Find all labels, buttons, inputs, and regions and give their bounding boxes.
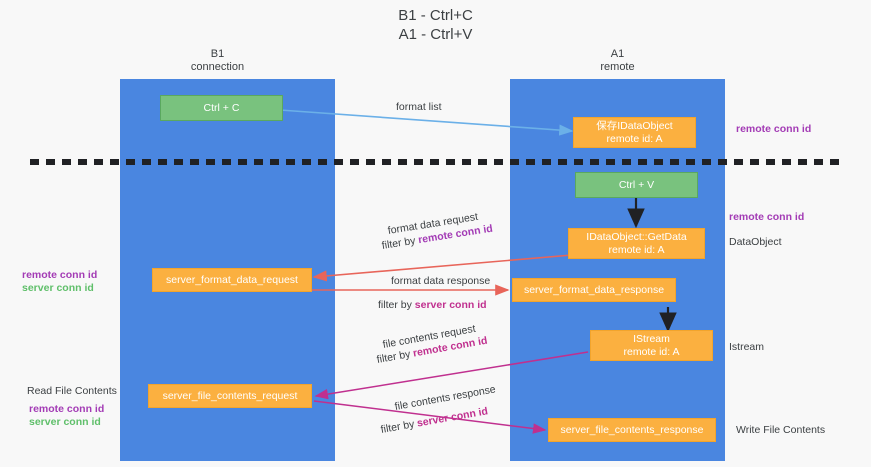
diagram-title: B1 - Ctrl+C A1 - Ctrl+V: [0, 6, 871, 44]
arrow-label-format-data-response-filter: filter by server conn id: [378, 299, 487, 312]
node-getdata-line-1: IDataObject::GetData: [586, 230, 687, 243]
column-header-a1-role: remote: [600, 61, 635, 73]
side-label-read-file-contents: Read File Contents: [27, 385, 117, 397]
node-ctrl-c[interactable]: Ctrl + C: [160, 95, 283, 121]
column-header-a1-name: A1: [610, 48, 625, 60]
node-istream[interactable]: IStream remote id: A: [590, 330, 713, 361]
node-ctrl-v-label: Ctrl + V: [618, 178, 655, 191]
node-ctrl-c-label: Ctrl + C: [203, 101, 240, 114]
node-server-format-data-request[interactable]: server_format_data_request: [152, 268, 312, 292]
node-server-file-contents-response[interactable]: server_file_contents_response: [548, 418, 716, 442]
node-save-idataobject[interactable]: 保存IDataObject remote id: A: [573, 117, 696, 148]
node-idataobject-getdata[interactable]: IDataObject::GetData remote id: A: [568, 228, 705, 259]
node-save-idataobject-line-2: remote id: A: [606, 132, 663, 145]
arrow-file-contents-request: [314, 351, 589, 400]
side-label-left-remote-conn-id-bottom: remote conn id: [29, 403, 105, 415]
side-label-left-remote-conn-id-mid: remote conn id: [22, 269, 98, 281]
arrow-label-format-list: format list: [396, 101, 442, 113]
side-label-remote-conn-id-top: remote conn id: [736, 123, 812, 135]
node-server-file-contents-request[interactable]: server_file_contents_request: [148, 384, 312, 408]
side-label-write-file-contents: Write File Contents: [736, 424, 826, 436]
side-label-left-server-conn-id-mid: server conn id: [22, 282, 94, 294]
side-label-dataobject: DataObject: [729, 236, 782, 248]
diagram-title-line-2: A1 - Ctrl+V: [398, 26, 473, 43]
node-server-format-data-response[interactable]: server_format_data_response: [512, 278, 676, 302]
node-server-format-data-request-label: server_format_data_request: [166, 273, 298, 286]
column-header-b1-role: connection: [190, 61, 245, 73]
node-ctrl-v[interactable]: Ctrl + V: [575, 172, 698, 198]
arrow-file-contents-response: [313, 400, 547, 434]
node-istream-line-2: remote id: A: [623, 345, 680, 358]
node-getdata-line-2: remote id: A: [608, 243, 665, 256]
column-header-b1-name: B1: [210, 48, 225, 60]
side-label-remote-conn-id-mid: remote conn id: [729, 211, 805, 223]
arrow-label-format-data-response: format data response: [391, 275, 491, 287]
node-server-file-contents-response-label: server_file_contents_response: [560, 423, 704, 436]
node-save-idataobject-line-1: 保存IDataObject: [596, 119, 673, 132]
side-label-istream: Istream: [729, 341, 765, 353]
filter-key-server-conn-id-1: server conn id: [414, 299, 487, 311]
filter-prefix-2: filter by: [378, 299, 415, 311]
node-server-file-contents-request-label: server_file_contents_request: [162, 389, 298, 402]
diagram-title-line-1: B1 - Ctrl+C: [398, 7, 473, 24]
node-server-format-data-response-label: server_format_data_response: [523, 283, 665, 296]
node-istream-line-1: IStream: [633, 332, 670, 345]
arrow-format-data-request: [312, 254, 573, 282]
column-header-a1: A1 remote: [550, 48, 685, 74]
arrow-format-list: [279, 109, 574, 136]
side-label-left-server-conn-id-bottom: server conn id: [29, 416, 101, 428]
column-header-b1: B1 connection: [150, 48, 285, 74]
